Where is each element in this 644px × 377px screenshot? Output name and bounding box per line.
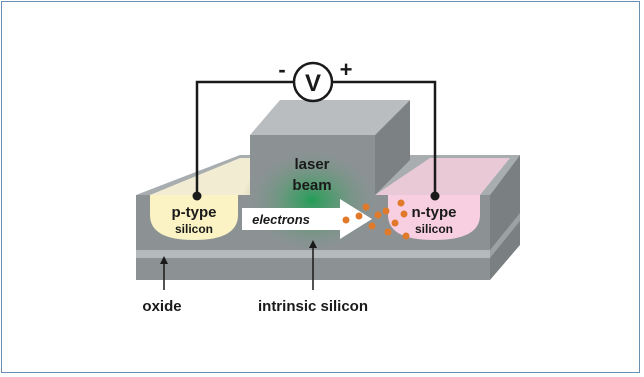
ptype-contact <box>192 191 202 201</box>
oxide-pointer <box>160 256 168 290</box>
intrinsic-pointer <box>309 240 317 290</box>
oxide-layer-side <box>490 213 520 258</box>
oxide-label: oxide <box>142 298 181 315</box>
circuit-wire <box>195 80 437 196</box>
intrinsic-silicon-label: intrinsic silicon <box>258 298 368 315</box>
ntype-contact <box>430 191 440 201</box>
rib-top-face <box>250 100 410 135</box>
plus-sign: + <box>340 57 353 82</box>
electron-dots <box>342 199 410 240</box>
ntype-label-line2: silicon <box>415 222 453 236</box>
ptype-label-line2: silicon <box>175 222 213 236</box>
laser-beam-label-line1: laser <box>294 156 329 173</box>
rib-right-face <box>375 100 410 195</box>
ptype-top-strip <box>150 158 250 195</box>
voltmeter-label: V <box>305 70 321 97</box>
electron-flow-arrow-icon <box>242 199 372 239</box>
ntype-top-strip <box>375 158 510 195</box>
ptype-label-line1: p-type <box>172 204 217 221</box>
ntype-region <box>388 195 480 240</box>
voltmeter-icon <box>292 61 334 103</box>
laser-beam-label-line2: beam <box>292 177 331 194</box>
ptype-region <box>150 195 238 240</box>
electrons-label: electrons <box>252 212 310 227</box>
minus-sign: - <box>278 57 285 82</box>
ntype-label-line1: n-type <box>412 204 457 221</box>
